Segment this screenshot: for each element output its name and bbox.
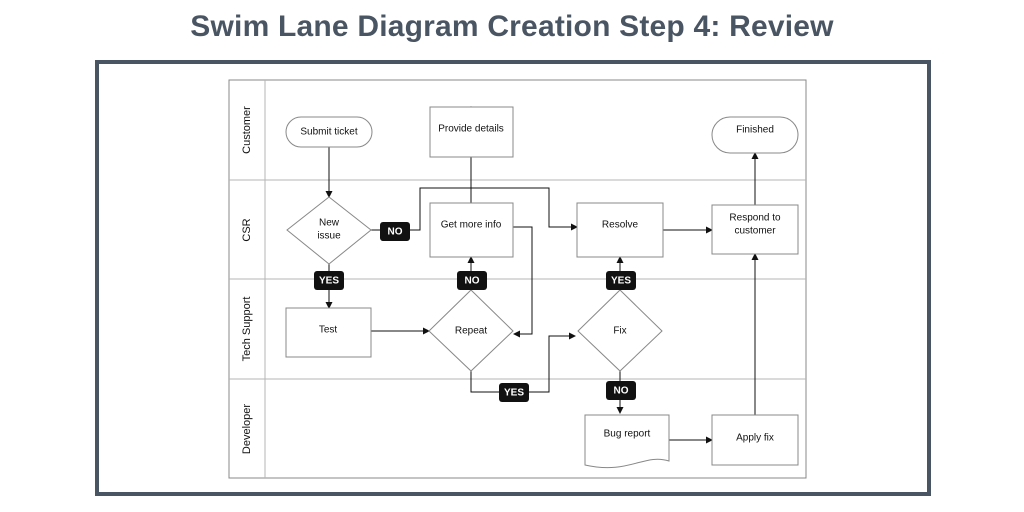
node-resolve (576, 202, 664, 258)
node-test-label: Test (319, 325, 338, 336)
badge-new-issue-no-label: NO (388, 227, 403, 238)
lane-grid (228, 79, 807, 479)
connectors (325, 106, 759, 444)
node-provide-details (429, 106, 514, 158)
diagram-frame: Customer CSR Tech Support Developer Subm… (95, 60, 931, 496)
connector-get-info-to-repeat (513, 226, 533, 338)
badge-new-issue-yes (314, 271, 344, 290)
node-submit-ticket (285, 116, 373, 148)
lane-label-csr: CSR (241, 218, 253, 241)
node-bug-report (584, 414, 670, 469)
node-provide-details-label: Provide details (438, 124, 504, 135)
node-repeat (428, 289, 514, 372)
badge-repeat-no (457, 271, 487, 290)
node-bug-report-label: Bug report (604, 429, 651, 440)
node-finished-label: Finished (736, 125, 774, 136)
node-fix-label: Fix (613, 326, 626, 337)
badge-fix-yes-label: YES (611, 276, 631, 287)
node-resolve-label: Resolve (602, 220, 639, 231)
swim-lane-diagram: Customer CSR Tech Support Developer Subm… (228, 79, 807, 479)
node-respond-label-line2: customer (734, 226, 776, 237)
lane-label-tech-support: Tech Support (241, 297, 253, 362)
page-title: Swim Lane Diagram Creation Step 4: Revie… (190, 10, 834, 43)
badge-repeat-no-label: NO (465, 276, 480, 287)
badge-new-issue-yes-label: YES (319, 276, 339, 287)
node-new-issue-label-line1: New (319, 218, 340, 229)
badge-fix-yes (606, 271, 636, 290)
node-test (285, 307, 372, 358)
node-new-issue-label-line2: issue (317, 231, 341, 242)
node-submit-ticket-label: Submit ticket (300, 127, 357, 138)
badge-repeat-yes (499, 383, 529, 402)
connector-repeat-to-fix (470, 332, 576, 393)
node-get-more-info (429, 202, 514, 258)
badge-new-issue-no (380, 222, 410, 241)
badge-fix-no (606, 381, 636, 400)
node-apply-fix (711, 414, 799, 466)
badge-repeat-yes-label: YES (504, 388, 524, 399)
node-get-more-info-label: Get more info (441, 220, 502, 231)
node-finished (711, 116, 799, 154)
node-repeat-label: Repeat (455, 326, 487, 337)
node-new-issue (286, 196, 372, 265)
node-fix (577, 289, 663, 372)
node-respond-label-line1: Respond to (729, 213, 781, 224)
node-respond-to-customer (711, 204, 799, 255)
node-apply-fix-label: Apply fix (736, 433, 774, 444)
connector-new-issue-to-resolve (371, 187, 578, 231)
lane-label-developer: Developer (241, 404, 253, 454)
badge-fix-no-label: NO (614, 386, 629, 397)
lane-label-customer: Customer (241, 106, 253, 154)
